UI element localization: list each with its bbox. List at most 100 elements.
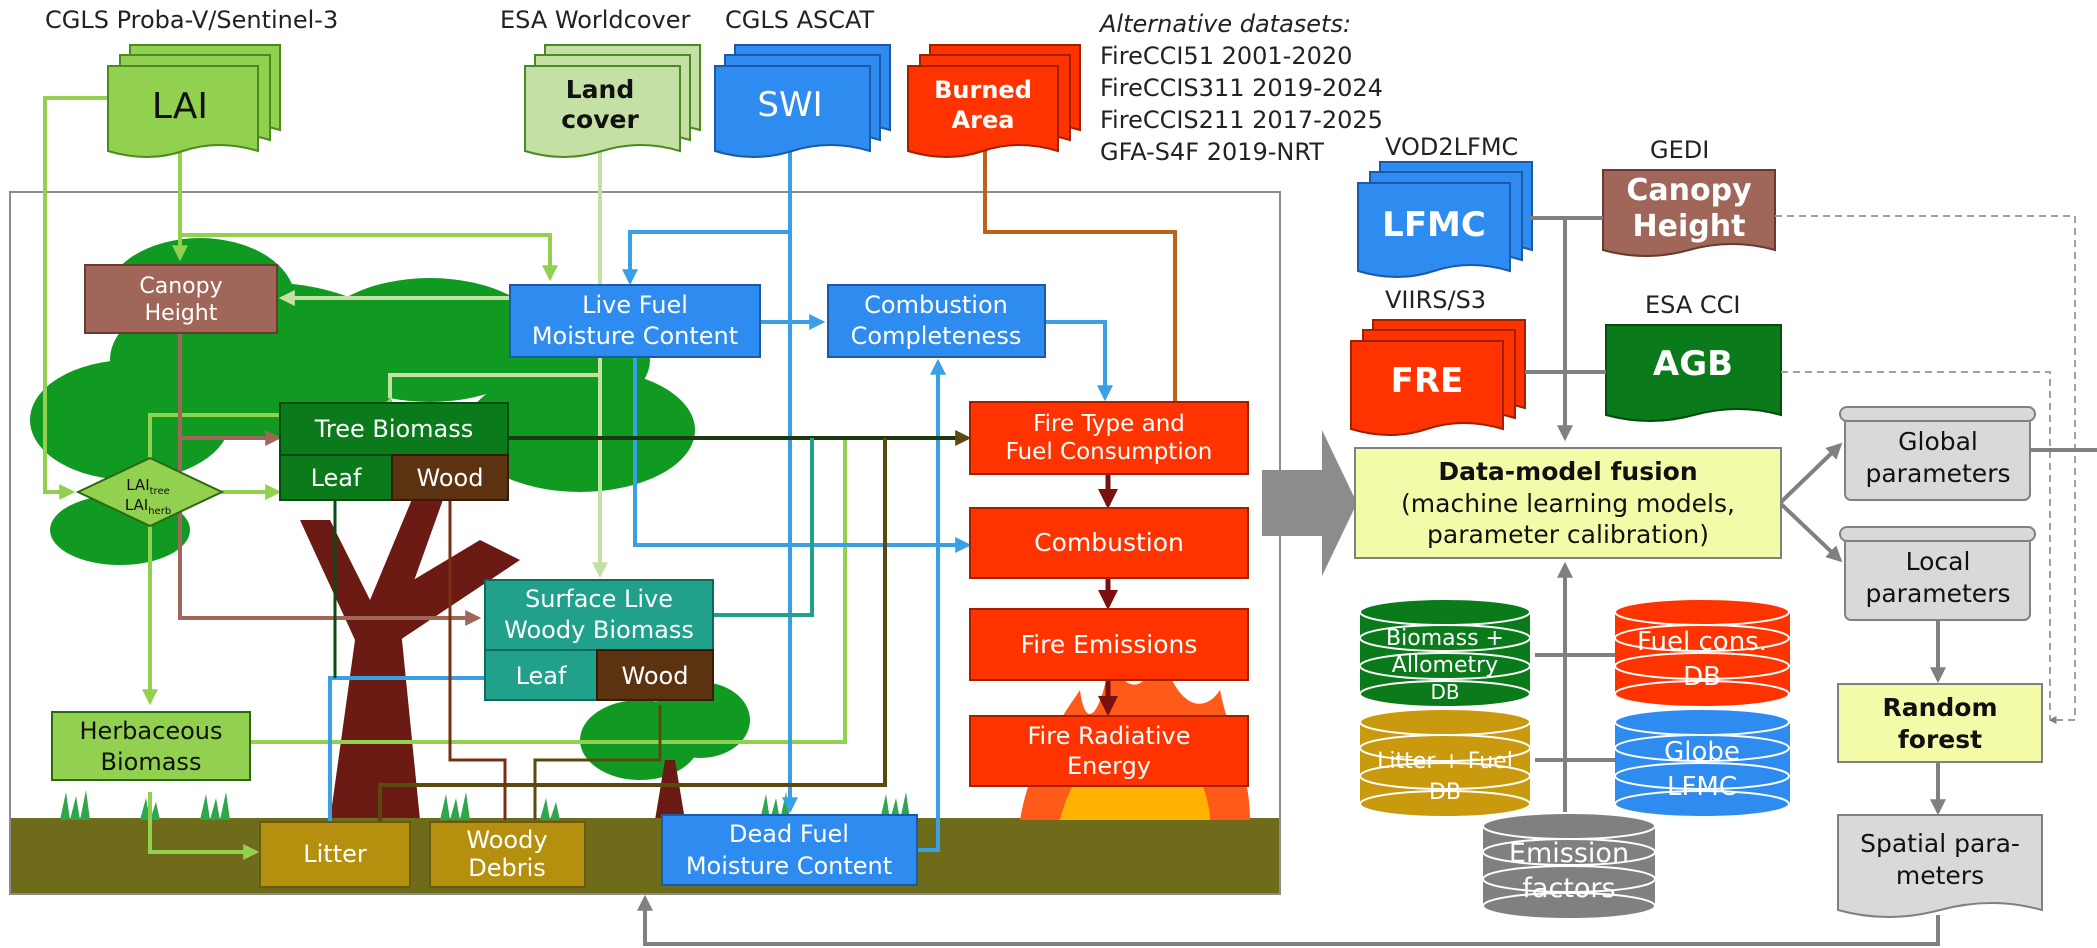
fuel-cons-label-1: Fuel cons. (1637, 627, 1767, 657)
random-forest-label-1: Random (1882, 693, 1997, 722)
local-label-1: Local (1906, 547, 1971, 576)
globe-lfmc-db: Globe LFMC (1614, 708, 1790, 818)
tree-leaf-label: Leaf (311, 464, 362, 492)
source-esa-worldcover: ESA Worldcover (500, 6, 691, 34)
burned-label-1: Burned (934, 76, 1032, 104)
alternative-datasets: Alternative datasets: FireCCI51 2001-202… (1098, 10, 1383, 166)
source-cgls-ascat: CGLS ASCAT (725, 6, 875, 34)
fre-label: FRE (1391, 361, 1464, 401)
global-label-2: parameters (1865, 459, 2010, 488)
source-vod2lfmc: VOD2LFMC (1385, 133, 1518, 161)
live-fuel-label-2: Moisture Content (532, 322, 738, 350)
biomass-allometry-db: Biomass + Allometry DB (1359, 598, 1531, 708)
big-arrow-icon (1262, 430, 1357, 576)
biomass-db-label-3: DB (1430, 680, 1459, 704)
tree-biomass-label: Tree Biomass (314, 415, 474, 443)
local-label-2: parameters (1865, 579, 2010, 608)
agb-input: AGB (1605, 324, 1782, 422)
globe-lfmc-label-1: Globe (1664, 737, 1740, 767)
fusion-connectors (637, 215, 2097, 946)
global-parameters-scroll: Global parameters (1839, 406, 2036, 501)
agb-label: AGB (1653, 344, 1733, 384)
litter-label: Litter (303, 840, 367, 868)
fire-type-label-2: Fuel Consumption (1006, 439, 1213, 465)
data-model-fusion-box: Data-model fusion (machine learning mode… (1354, 447, 1782, 559)
surface-live-label-2: Woody Biomass (504, 616, 694, 644)
landcover-label-1: Land (566, 75, 635, 104)
herbaceous-label-1: Herbaceous (80, 717, 223, 745)
litter-fuel-db: Litter + Fuel DB (1359, 708, 1531, 818)
burned-area-document-stack: Burned Area (907, 44, 1081, 158)
model-connectors (43, 96, 1177, 860)
spatial-parameters-doc: Spatial para- meters (1837, 814, 2043, 918)
fire-emissions-label: Fire Emissions (1021, 630, 1198, 659)
alternative-item-2: FireCCIS311 2019-2024 (1100, 74, 1383, 102)
fuel-cons-label-2: DB (1683, 662, 1721, 692)
spatial-label-2: meters (1896, 861, 1984, 890)
lfmc-label: LFMC (1382, 205, 1486, 245)
swi-label: SWI (757, 85, 822, 125)
fire-type-label-1: Fire Type and (1033, 411, 1185, 437)
canopy-height-input-2: Height (1633, 209, 1746, 244)
lai-diamond: LAItree LAIherb (75, 456, 225, 528)
dead-fuel-label-2: Moisture Content (686, 852, 892, 880)
canopy-height-label-1: Canopy (139, 274, 222, 299)
local-parameters-scroll: Local parameters (1839, 526, 2036, 621)
fusion-sub-1: (machine learning models, (1401, 489, 1735, 518)
source-esa-cci: ESA CCI (1645, 291, 1740, 319)
globe-lfmc-label-2: LFMC (1667, 772, 1737, 802)
dead-fuel-label-1: Dead Fuel (729, 820, 849, 848)
fire-radiative-label-1: Fire Radiative (1028, 722, 1191, 750)
woody-debris-label-2: Debris (468, 854, 546, 882)
fusion-sub-2: parameter calibration) (1427, 520, 1709, 549)
surface-leaf-label: Leaf (516, 662, 567, 690)
source-gedi: GEDI (1650, 136, 1709, 164)
random-forest-label-2: forest (1898, 725, 1982, 754)
herbaceous-label-2: Biomass (101, 748, 202, 776)
fire-type-box: Fire Type and Fuel Consumption (969, 401, 1249, 475)
swi-document-stack: SWI (714, 44, 891, 158)
spatial-label-1: Spatial para- (1860, 829, 2020, 858)
combustion-completeness-label-1: Combustion (864, 291, 1008, 319)
global-label-1: Global (1898, 427, 1978, 456)
surface-live-woody-box: Surface Live Woody Biomass Leaf Wood (484, 579, 714, 701)
canopy-height-box: Canopy Height (84, 264, 278, 334)
fire-emissions-box: Fire Emissions (969, 608, 1249, 681)
lai-document-stack: LAI (107, 44, 281, 158)
alternative-item-4: GFA-S4F 2019-NRT (1100, 138, 1324, 166)
alternative-title: Alternative datasets: (1098, 10, 1351, 38)
woody-debris-box: Woody Debris (429, 821, 586, 888)
litter-box: Litter (259, 821, 411, 888)
woody-debris-label-1: Woody (466, 826, 547, 854)
tree-wood-label: Wood (417, 464, 484, 492)
fire-radiative-label-2: Energy (1067, 752, 1151, 780)
emission-label-2: factors (1522, 873, 1615, 904)
source-cgls-probav: CGLS Proba-V/Sentinel-3 (45, 6, 338, 34)
fire-radiative-energy-box: Fire Radiative Energy (969, 715, 1249, 787)
lai-label: LAI (152, 86, 208, 127)
fuel-cons-db: Fuel cons. DB (1614, 598, 1790, 708)
combustion-label: Combustion (1034, 528, 1184, 557)
source-viirs: VIIRS/S3 (1385, 286, 1486, 314)
lai-tree-label: LAItree (126, 476, 170, 497)
random-forest-box: Random forest (1837, 683, 2043, 763)
lfmc-document-stack: LFMC (1357, 161, 1533, 278)
burned-label-2: Area (952, 106, 1015, 134)
canopy-height-label-2: Height (145, 301, 218, 326)
combustion-box: Combustion (969, 507, 1249, 579)
litter-fuel-label-1: Litter + Fuel (1377, 749, 1513, 774)
emission-label-1: Emission (1509, 838, 1629, 869)
live-fuel-moisture-box: Live Fuel Moisture Content (509, 284, 761, 358)
fusion-title: Data-model fusion (1438, 457, 1697, 486)
herbaceous-biomass-box: Herbaceous Biomass (51, 711, 251, 781)
dead-fuel-moisture-box: Dead Fuel Moisture Content (661, 814, 918, 886)
biomass-db-label-1: Biomass + (1386, 626, 1504, 651)
landcover-document-stack: Land cover (524, 44, 701, 158)
surface-live-label-1: Surface Live (525, 585, 673, 613)
biomass-db-label-2: Allometry (1392, 653, 1498, 678)
tree-biomass-box: Tree Biomass Leaf Wood (279, 402, 509, 501)
lai-herb-label: LAIherb (125, 496, 171, 517)
combustion-completeness-label-2: Completeness (851, 322, 1022, 350)
emission-factors-db: Emission factors (1482, 812, 1656, 920)
